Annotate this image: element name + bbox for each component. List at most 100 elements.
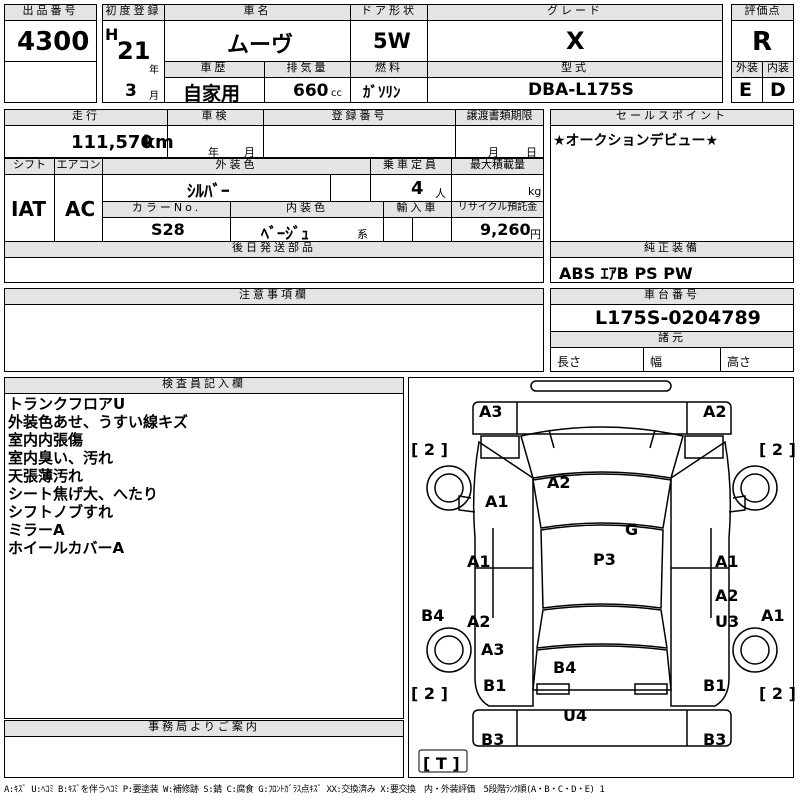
recycle-header: リサイクル預託金 [451, 201, 544, 218]
first-registration-cell: H 21 年 3 月 [102, 20, 165, 103]
fuel-cell: ｶﾞｿﾘﾝ [350, 77, 428, 103]
exterior-header: 外装 [731, 61, 763, 78]
first-registration-header: 初度登録 [102, 4, 165, 21]
ac-cell: AC [54, 174, 103, 242]
spare-tire: [ T ] [423, 754, 460, 773]
import-header: 輸入車 [383, 201, 452, 218]
damage-mark: P3 [593, 550, 616, 569]
damage-mark: G [625, 520, 639, 539]
damage-mark: A2 [715, 586, 739, 605]
tire-right-top: [ 2 ] [759, 440, 796, 459]
shift: IAT [11, 197, 47, 221]
legend: A:ｷｽﾞ U:ﾍｺﾐ B:ｷｽﾞを伴うﾍｺﾐ P:要塗装 W:補修跡 S:錆 … [4, 785, 605, 795]
inspection-month-unit: 月 [244, 146, 255, 159]
lot-number-cell: 4300 [4, 20, 97, 62]
damage-mark: A1 [485, 492, 509, 511]
inspector-note: シート焦げ大、へたり [8, 485, 159, 503]
office-header: 事務局よりご案内 [4, 720, 404, 737]
doors: 5W [373, 29, 411, 53]
shift-header: シフト [4, 158, 55, 175]
regno-cell [263, 125, 456, 158]
damage-mark: A2 [467, 612, 491, 631]
later-parts-header: 後日発送部品 [4, 241, 544, 258]
score-header: 評価点 [731, 4, 794, 21]
grade-header: グレード [427, 4, 723, 21]
length-label: 長さ [557, 355, 582, 369]
damage-mark: B1 [703, 676, 727, 695]
damage-mark: B3 [481, 730, 505, 749]
lot-number-header: 出品番号 [4, 4, 97, 21]
lot-number-blank [4, 61, 97, 103]
car-name: ムーヴ [227, 33, 294, 58]
exterior-score: E [739, 79, 752, 101]
mileage-cell: 111,570 km [4, 125, 174, 158]
car-name-header: 車名 [164, 4, 351, 21]
recycle-unit: 円 [530, 228, 541, 241]
model-cell: DBA-L175S [427, 77, 723, 103]
dims-header: 諸元 [550, 331, 794, 348]
office-cell [4, 736, 404, 778]
caution-cell [4, 304, 544, 372]
score-cell: R [731, 20, 794, 62]
later-parts-cell [4, 257, 544, 283]
interior-color: ﾍﾞｰｼﾞｭ [261, 224, 310, 243]
width-label: 幅 [650, 355, 663, 369]
color-extra-cell [330, 174, 371, 202]
inspector-note: 室内内張傷 [8, 431, 84, 449]
interior-color-unit: 系 [357, 228, 368, 241]
load-cell: kg [451, 174, 544, 202]
car-name-cell: ムーヴ [164, 20, 351, 62]
score: R [752, 27, 773, 57]
length-cell: 長さ [550, 347, 644, 372]
damage-mark: U3 [715, 612, 740, 631]
load-header: 最大積載量 [451, 158, 544, 175]
capacity-cell: 4 人 [370, 174, 452, 202]
caution-header: 注意事項欄 [4, 288, 544, 305]
lot-number: 4300 [17, 27, 90, 57]
history-cell: 自家用 [164, 77, 265, 105]
model-header: 型式 [427, 61, 723, 78]
damage-diagram: [ 2 ] [ 2 ] [ 2 ] [ 2 ] [ T ] A3 A2 A1 A… [408, 377, 796, 778]
sales-point-header: セールスポイント [550, 109, 794, 126]
car-outline [418, 380, 778, 773]
options-header: 純正装備 [550, 241, 794, 258]
damage-mark: A3 [481, 640, 505, 659]
sales-point-text: ★オークションデビュー★ [553, 133, 719, 149]
damage-mark: A3 [479, 402, 503, 421]
inspection-year-unit: 年 [208, 146, 219, 159]
history-header: 車歴 [164, 61, 265, 78]
doors-cell: 5W [350, 20, 428, 62]
inspector-note: 室内臭い、汚れ [8, 449, 114, 467]
fuel-header: 燃料 [350, 61, 428, 78]
transfer-month-unit: 月 [488, 146, 499, 159]
inspector-note: シフトノブすれ [8, 503, 114, 521]
inspection-header: 車検 [167, 109, 264, 126]
width-cell: 幅 [643, 347, 721, 372]
fuel: ｶﾞｿﾘﾝ [363, 83, 401, 101]
exterior-cell: E [731, 77, 763, 103]
grade: X [566, 27, 585, 55]
recycle: 9,260 [480, 220, 531, 239]
import-cell-b [412, 217, 452, 242]
colorno: S28 [151, 220, 185, 239]
damage-mark: A2 [547, 473, 571, 492]
capacity-header: 乗車定員 [370, 158, 452, 175]
model: DBA-L175S [528, 80, 634, 100]
transfer-cell: 月 日 [455, 125, 544, 159]
damage-mark: U4 [563, 706, 588, 725]
options: ABS ｴｱB PS PW [559, 264, 693, 283]
chassis-header: 車台番号 [550, 288, 794, 305]
tire-right-bottom: [ 2 ] [759, 684, 796, 703]
damage-mark: A2 [703, 402, 727, 421]
inspector-note: 天張薄汚れ [8, 467, 84, 485]
registration-month: 3 [125, 81, 137, 101]
grade-cell: X [427, 20, 723, 62]
colorno-header: カラーNo. [102, 201, 231, 218]
year-unit: 年 [149, 65, 159, 76]
height-label: 高さ [727, 355, 752, 369]
month-unit: 月 [149, 91, 159, 102]
color-cell: ｼﾙﾊﾞｰ [102, 174, 331, 202]
tire-left-top: [ 2 ] [411, 440, 448, 459]
options-cell: ABS ｴｱB PS PW [550, 257, 794, 283]
